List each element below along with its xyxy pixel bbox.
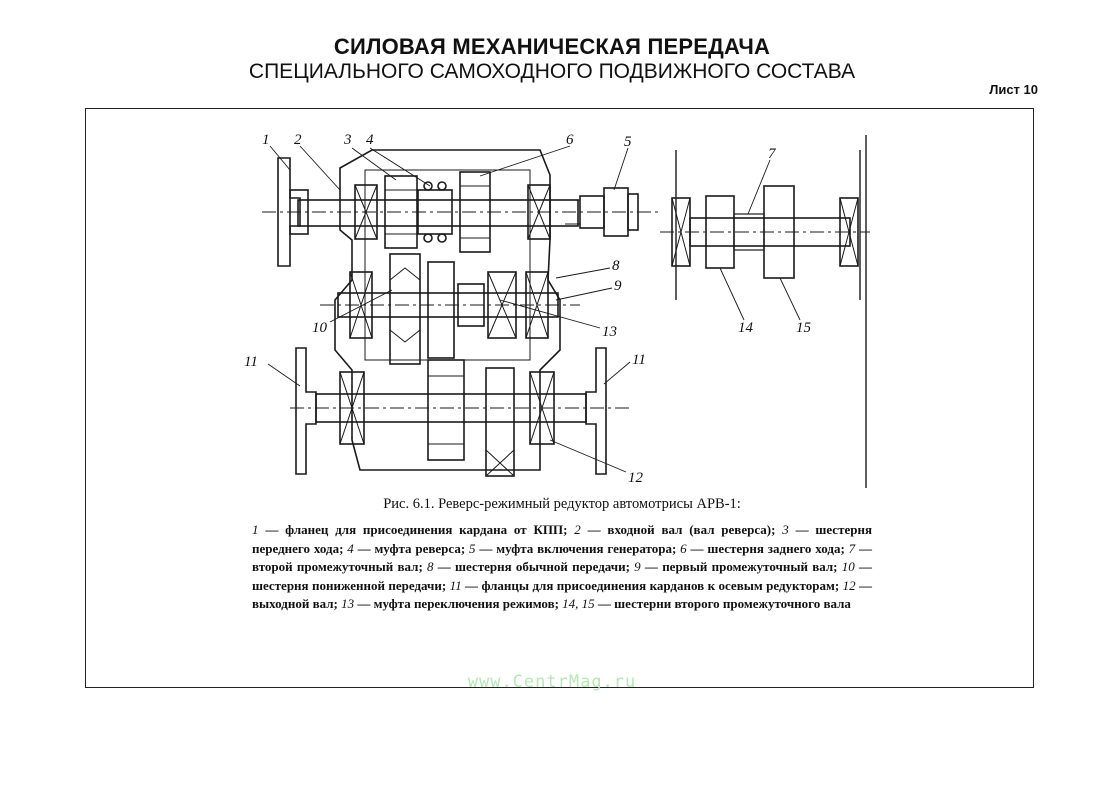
label-9: 9 — [614, 278, 622, 294]
caption-legend: 1 — фланец для присоединения кардана от … — [252, 521, 872, 614]
legend-text: — фланец для присоединения кардана от КП… — [258, 522, 575, 537]
legend-text: — муфта включения генератора; — [475, 540, 681, 556]
legend-text: — фланцы для присоединения карданов к ос… — [461, 577, 843, 593]
legend-text: — шестерня заднего хода; — [686, 540, 849, 556]
drawing-frame — [85, 108, 1034, 688]
label-13: 13 — [602, 324, 617, 340]
legend-text: — шестерня обычной передачи; — [433, 559, 635, 574]
label-8: 8 — [612, 258, 620, 274]
legend-number: 6 — [680, 540, 687, 556]
normal-gear-8 — [427, 261, 455, 359]
label-14: 14 — [738, 320, 754, 336]
label-5: 5 — [624, 134, 632, 150]
legend-number: 5 — [469, 540, 476, 556]
flange-11-right — [585, 347, 607, 475]
legend-text: — второй промежуточный вал; — [252, 540, 873, 575]
page-subtitle: СПЕЦИАЛЬНОГО САМОХОДНОГО ПОДВИЖНОГО СОСТ… — [248, 60, 856, 83]
legend-number: 3 — [782, 522, 789, 537]
label-3: 3 — [343, 132, 352, 148]
label-15: 15 — [796, 320, 812, 336]
flange-1 — [277, 157, 301, 267]
low-gear-10 — [389, 253, 421, 365]
legend-text: — муфта переключения режимов; — [354, 596, 563, 611]
bearing — [525, 271, 549, 339]
legend-text: — входной вал (вал реверса); — [580, 522, 783, 537]
legend-text: — шестерня переднего хода; — [252, 522, 872, 556]
forward-gear-3 — [384, 175, 418, 249]
bearing — [354, 184, 378, 240]
flange-11-left — [295, 347, 317, 475]
bearing — [529, 371, 555, 445]
legend-text: — шестерня пониженной передачи; — [252, 559, 872, 593]
bearing — [349, 271, 373, 339]
legend-number: 9 — [634, 559, 641, 574]
output-gear — [427, 359, 465, 461]
legend-number: 12 — [842, 577, 856, 593]
legend-number: 4 — [347, 540, 354, 556]
label-11-left: 11 — [244, 354, 258, 370]
legend-number: 11 — [449, 577, 462, 593]
label-11-right: 11 — [632, 352, 646, 368]
legend-text: — первый промежуточный вал; — [640, 559, 842, 574]
figure-caption: Рис. 6.1. Реверс-режимный редуктор автом… — [252, 496, 872, 614]
legend-number: 2 — [574, 522, 581, 537]
reverse-gear-6 — [459, 171, 491, 253]
bearing — [527, 184, 551, 240]
legend-text: — выходной вал; — [252, 577, 872, 612]
legend-number: 8 — [427, 559, 434, 574]
mode-clutch-13 — [457, 283, 485, 327]
output-gear — [485, 367, 515, 477]
legend-number: 14, 15 — [562, 596, 595, 611]
legend-text: — муфта реверса; — [353, 540, 470, 556]
page-title: СИЛОВАЯ МЕХАНИЧЕСКАЯ ПЕРЕДАЧА — [333, 34, 771, 59]
label-1: 1 — [262, 132, 270, 148]
legend-text: — шестерни второго промежуточного вала — [594, 596, 851, 611]
legend-number: 10 — [841, 559, 855, 574]
first-intermediate-shaft — [337, 292, 559, 318]
reverse-clutch-4 — [417, 189, 453, 235]
label-12: 12 — [628, 470, 644, 486]
legend-number: 1 — [252, 522, 259, 537]
label-4: 4 — [366, 132, 374, 148]
bearing — [339, 371, 365, 445]
housing-outline — [334, 149, 561, 471]
label-7: 7 — [768, 146, 777, 162]
legend-number: 7 — [848, 540, 856, 556]
input-shaft — [297, 199, 579, 227]
bearing — [839, 197, 859, 267]
label-2: 2 — [294, 132, 302, 148]
label-10: 10 — [312, 320, 328, 336]
bearing — [671, 197, 691, 267]
housing-inner — [364, 169, 531, 361]
sheet-number: Лист 10 — [989, 82, 1038, 97]
legend-number: 13 — [341, 596, 355, 611]
caption-title: Рис. 6.1. Реверс-режимный редуктор автом… — [383, 496, 741, 512]
watermark: www.CentrMag.ru — [467, 672, 637, 692]
label-6: 6 — [566, 132, 574, 148]
